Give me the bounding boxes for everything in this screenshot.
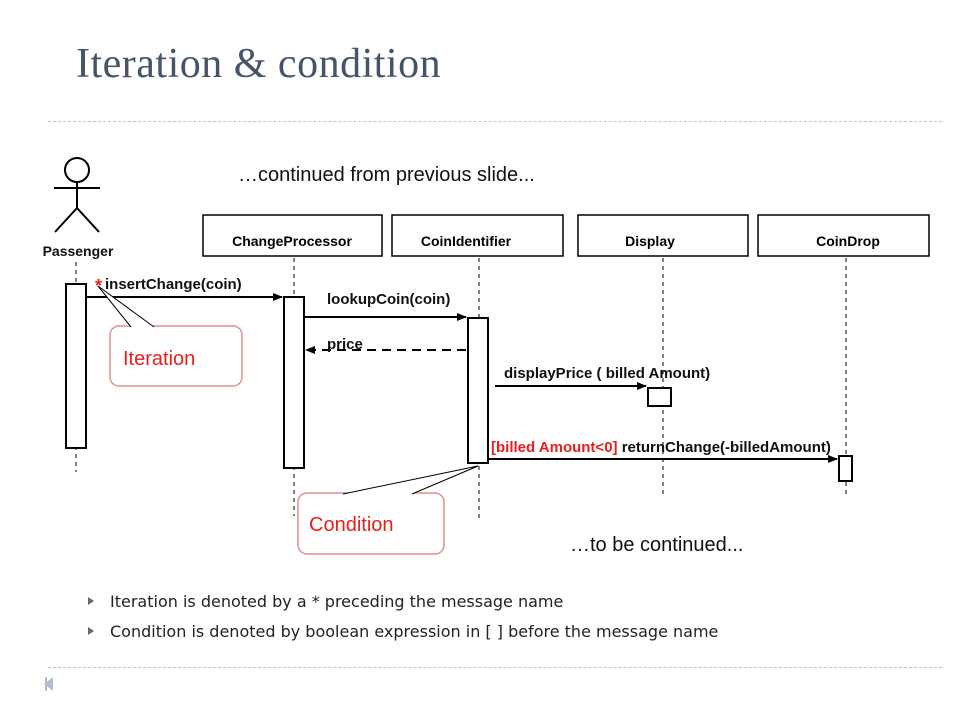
top-divider	[48, 121, 942, 122]
display-price-label: displayPrice ( billed Amount)	[504, 365, 710, 382]
insert-change-label: insertChange(coin)	[105, 276, 242, 293]
coindrop-object-box	[757, 214, 930, 257]
to-be-continued-note: …to be continued...	[570, 534, 743, 556]
passenger-activation-bar	[65, 283, 87, 449]
passenger-actor-icon	[54, 157, 100, 233]
slide-title: Iteration & condition	[76, 41, 442, 87]
bullet-item: Iteration is denoted by a * preceding th…	[88, 592, 718, 611]
coindrop-label: CoinDrop	[816, 233, 880, 249]
bullet-item: Condition is denoted by boolean expressi…	[88, 622, 718, 641]
bottom-divider	[48, 667, 942, 668]
condition-callout: Condition	[297, 465, 479, 555]
passenger-label: Passenger	[43, 243, 114, 259]
coindrop-activation-bar	[838, 455, 853, 482]
bullet-arrow-icon	[88, 627, 94, 635]
continued-from-note: …continued from previous slide...	[238, 164, 535, 186]
return-change-message: [billed Amount<0] returnChange(-billedAm…	[491, 439, 831, 456]
coinidentifier-object-box	[391, 214, 564, 257]
price-label: price	[327, 336, 363, 353]
display-label: Display	[625, 233, 675, 249]
bullet-list: Iteration is denoted by a * preceding th…	[88, 592, 718, 652]
coinidentifier-activation-bar	[467, 317, 489, 464]
changeprocessor-activation-bar	[283, 296, 305, 469]
iteration-callout-label: Iteration	[123, 348, 195, 370]
return-change-label: returnChange(-billedAmount)	[618, 439, 831, 456]
guard-condition-label: [billed Amount<0]	[491, 439, 618, 456]
condition-callout-label: Condition	[309, 514, 394, 536]
bullet-text: Condition is denoted by boolean expressi…	[110, 622, 719, 641]
display-object-box	[577, 214, 749, 257]
coinidentifier-label: CoinIdentifier	[421, 233, 512, 249]
iteration-callout: Iteration	[97, 285, 243, 387]
changeprocessor-object-box	[202, 214, 383, 257]
changeprocessor-label: ChangeProcessor	[232, 233, 352, 249]
display-activation-bar	[647, 387, 672, 407]
lookup-coin-label: lookupCoin(coin)	[327, 291, 450, 308]
bullet-arrow-icon	[88, 597, 94, 605]
bullet-text: Iteration is denoted by a * preceding th…	[110, 592, 564, 611]
slide-nav-back-icon[interactable]	[44, 677, 53, 691]
